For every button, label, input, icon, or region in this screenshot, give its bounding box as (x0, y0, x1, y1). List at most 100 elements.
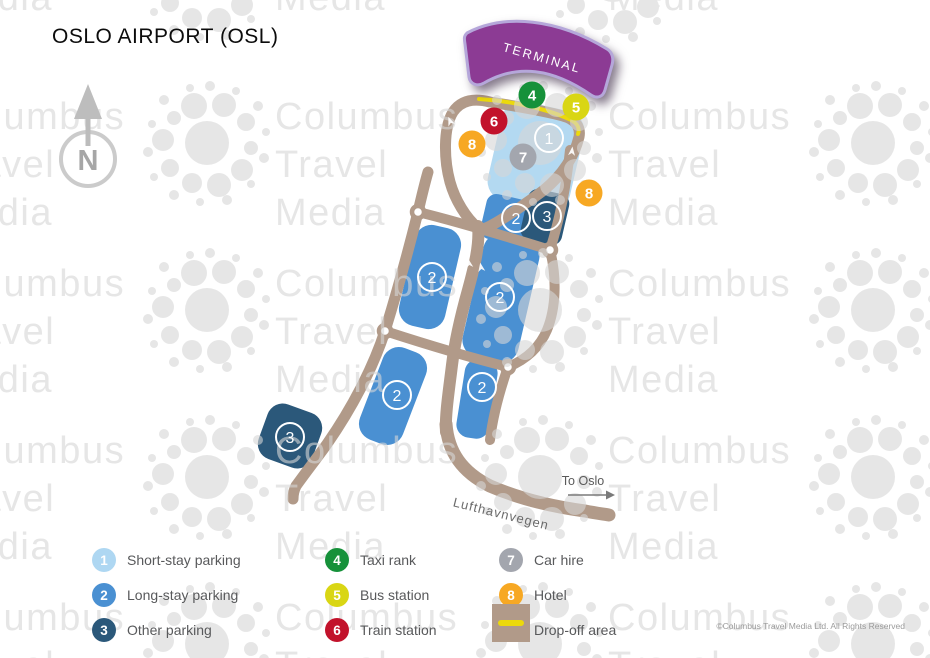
marker-long_stay-2[interactable]: 2 (501, 203, 531, 233)
marker-bus-5[interactable]: 5 (562, 93, 590, 121)
legend-label: Taxi rank (360, 552, 417, 568)
legend-label: Bus station (360, 587, 430, 603)
watermark-flower-icon (143, 582, 270, 658)
legend-label: Drop-off area (534, 622, 617, 638)
legend-label: Car hire (534, 552, 584, 568)
one-way-arrows (448, 116, 576, 273)
watermark-flower-icon (143, 248, 270, 373)
copyright-text: ©Columbus Travel Media Ltd. All Rights R… (716, 621, 905, 631)
legend-item-taxi: 4 Taxi rank (325, 548, 416, 572)
legend-label: Long-stay parking (127, 587, 239, 603)
svg-text:8: 8 (585, 186, 593, 203)
one-way-arrow (568, 146, 576, 156)
to-oslo-arrowhead (606, 490, 615, 500)
terminal-shape (462, 19, 615, 99)
lufthavnvegen-road (439, 417, 616, 522)
compass: N (59, 84, 117, 188)
svg-text:8: 8 (468, 137, 476, 154)
svg-text:1: 1 (545, 131, 554, 148)
legend-item-other_parking: 3 Other parking (92, 618, 212, 642)
watermark-flower-icon (556, 0, 661, 43)
mid-cross-road (380, 326, 513, 372)
legend-marker-other_parking: 3 (92, 618, 116, 642)
svg-text:3: 3 (286, 430, 295, 447)
lot-long-stay-f[interactable] (455, 357, 500, 440)
marker-long_stay-2[interactable]: 2 (485, 282, 515, 312)
marker-short_stay-1[interactable]: 1 (534, 123, 564, 153)
marker-long_stay-2[interactable]: 2 (417, 262, 447, 292)
svg-text:5: 5 (572, 100, 580, 117)
legend-label: Hotel (534, 587, 567, 603)
svg-text:7: 7 (519, 150, 527, 167)
terminal-building: TERMINAL (462, 19, 615, 99)
watermark-flower-icon (476, 582, 603, 658)
one-way-arrow (478, 262, 486, 273)
one-way-arrow (448, 116, 455, 127)
compass-n-label: N (78, 145, 99, 177)
to-oslo-label: To Oslo (562, 474, 604, 488)
marker-hotel-8[interactable]: 8 (575, 179, 603, 207)
legend-item-long_stay: 2 Long-stay parking (92, 583, 238, 607)
svg-text:2: 2 (428, 270, 437, 287)
lot-long-stay-a[interactable] (396, 222, 465, 333)
watermark-flower-icon (476, 415, 603, 540)
lot-other-sw[interactable] (253, 399, 326, 473)
legend-marker-taxi: 4 (325, 548, 349, 572)
marker-other_parking-3[interactable]: 3 (275, 422, 305, 452)
legend-label: Short-stay parking (127, 552, 241, 568)
page-title: OSLO AIRPORT (OSL) (52, 25, 279, 48)
legend-label: Train station (360, 622, 437, 638)
north-arrow-icon (74, 84, 102, 119)
marker-train-6[interactable]: 6 (480, 107, 508, 135)
legend-marker-train: 6 (325, 618, 349, 642)
legend-item-train: 6 Train station (325, 618, 437, 642)
watermark-flower-icon (809, 582, 930, 658)
watermark-flower-icon (809, 415, 930, 540)
svg-text:2: 2 (478, 380, 487, 397)
watermark-flower-icon (143, 81, 270, 206)
central-road (439, 220, 485, 438)
legend-item-dropoff: Drop-off area (492, 604, 617, 642)
legend-label: Other parking (127, 622, 212, 638)
marker-long_stay-2[interactable]: 2 (382, 380, 412, 410)
svg-text:2: 2 (512, 211, 521, 228)
legend-marker-long_stay: 2 (92, 583, 116, 607)
dropoff-swatch (492, 604, 530, 642)
marker-other_parking-3[interactable]: 3 (532, 201, 562, 231)
svg-text:2: 2 (496, 290, 505, 307)
svg-text:4: 4 (528, 88, 537, 105)
svg-text:6: 6 (490, 114, 498, 131)
one-way-arrow (466, 258, 474, 269)
svg-text:3: 3 (543, 209, 552, 226)
lot-long-stay-e[interactable] (354, 342, 432, 450)
watermark-flower-icon (143, 415, 270, 540)
legend-item-short_stay: 1 Short-stay parking (92, 548, 241, 572)
upper-cross-road (413, 207, 555, 255)
marker-car_hire-7[interactable]: 7 (509, 143, 537, 171)
legend-marker-short_stay: 1 (92, 548, 116, 572)
marker-taxi-4[interactable]: 4 (518, 81, 546, 109)
road-junction (409, 203, 427, 221)
road-junction (376, 322, 394, 340)
watermark-flower-icon (809, 81, 930, 206)
marker-long_stay-2[interactable]: 2 (467, 372, 497, 402)
marker-hotel-8[interactable]: 8 (458, 130, 486, 158)
